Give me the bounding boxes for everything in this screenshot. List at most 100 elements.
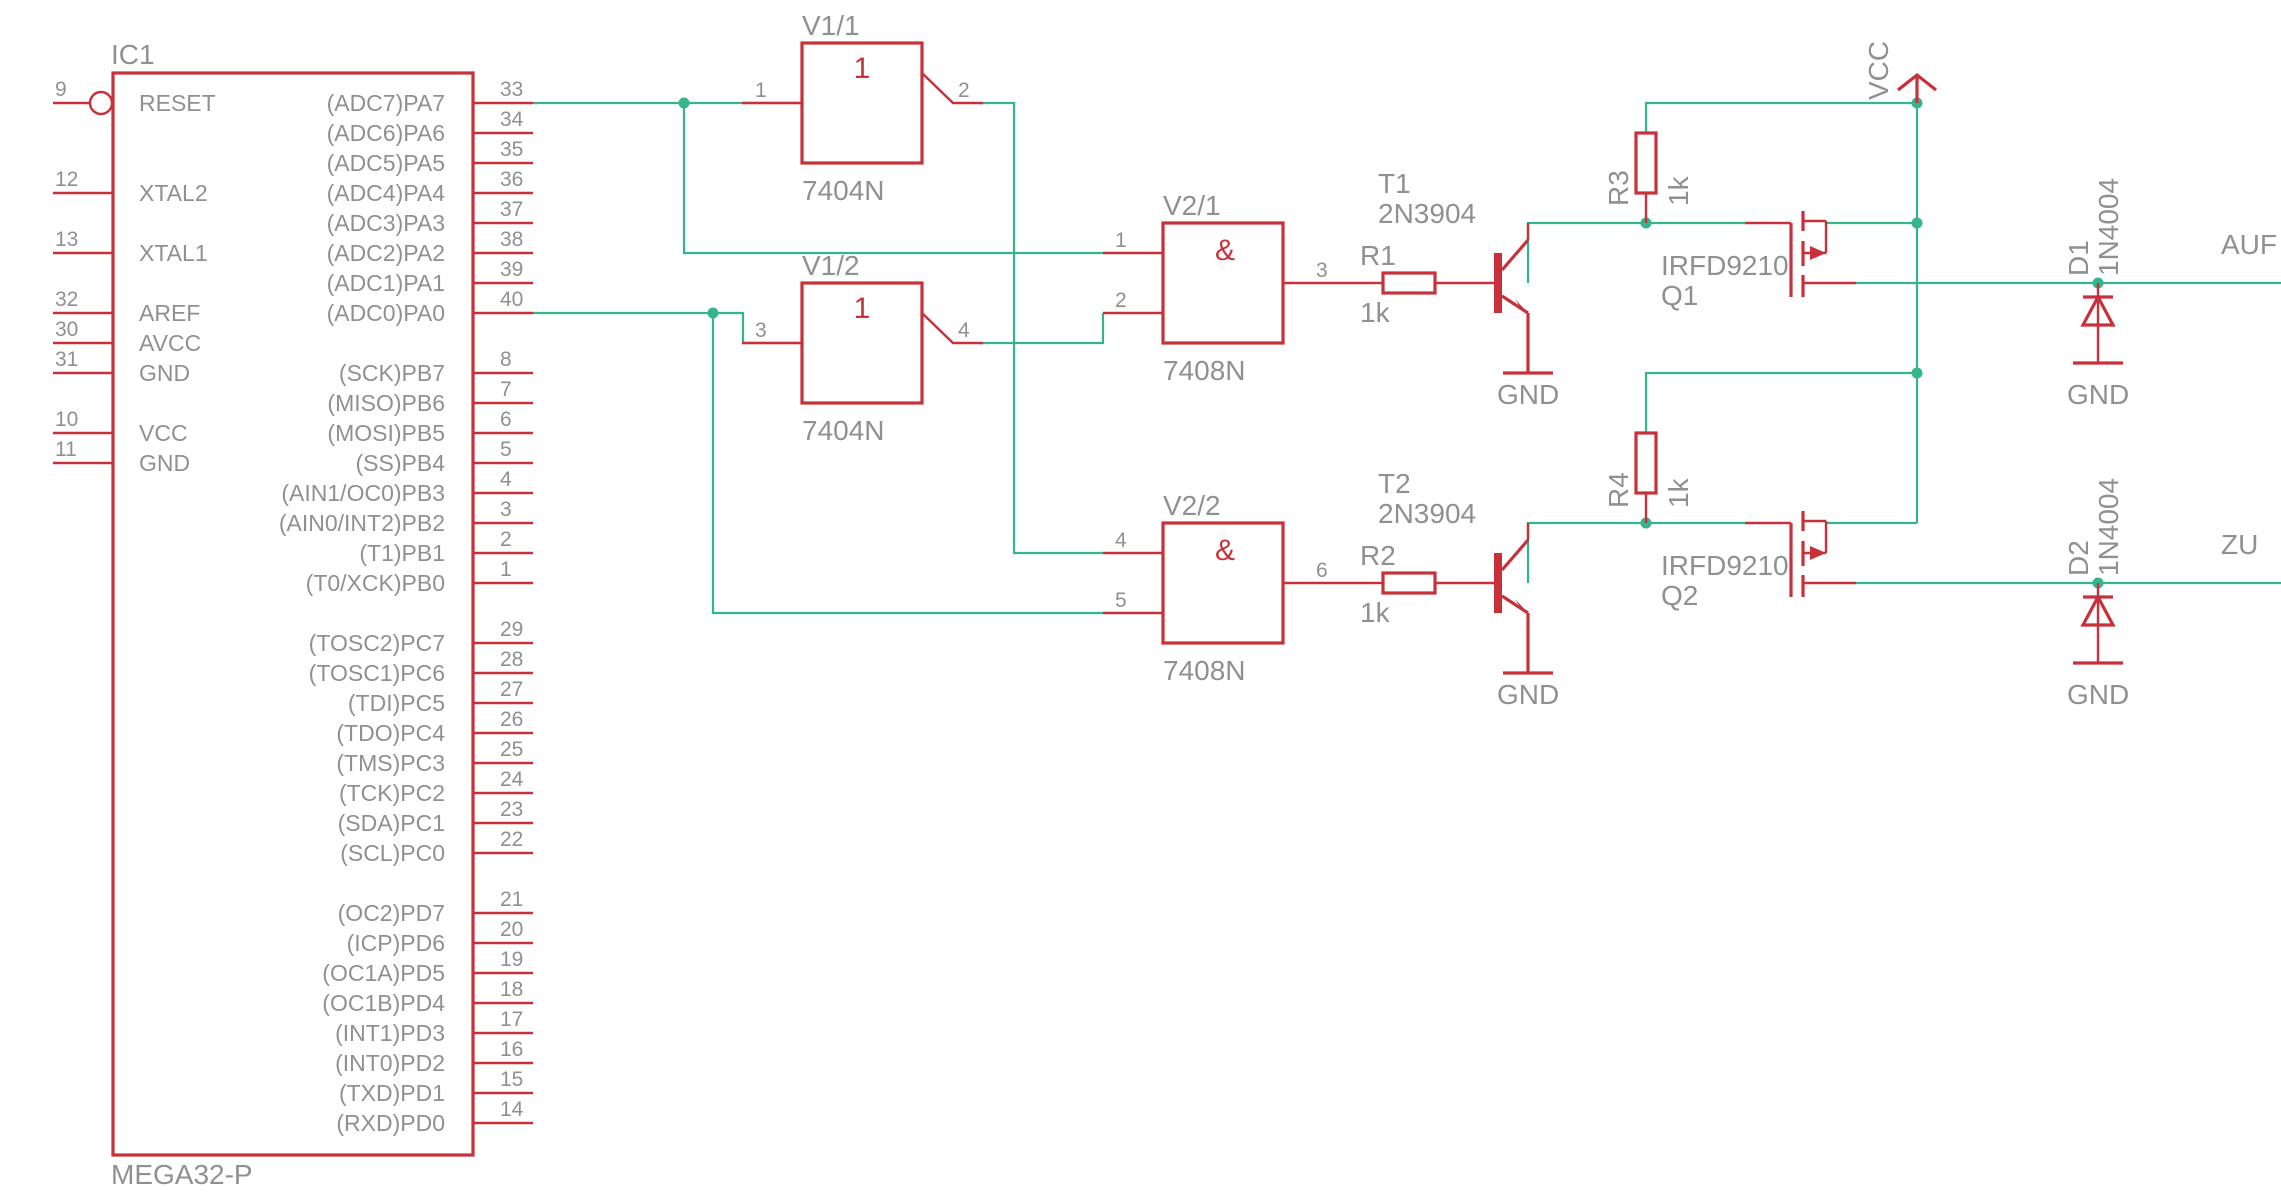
ic1-pin-label: (ADC7)PA7 — [327, 90, 445, 116]
ic1-pin-8[interactable]: 8(SCK)PB7 — [339, 348, 533, 386]
mosfet-q2[interactable]: IRFD9210 Q2 — [1661, 511, 1856, 611]
ic1-pin-label: (INT0)PD2 — [335, 1050, 445, 1076]
ic1-pin-6[interactable]: 6(MOSI)PB5 — [327, 408, 533, 446]
ic1-pin-27[interactable]: 27(TDI)PC5 — [348, 678, 533, 716]
t2-gnd-label: GND — [1497, 679, 1559, 710]
ic1-pin-label: (T0/XCK)PB0 — [306, 570, 445, 596]
d1-value: 1N4004 — [2093, 178, 2124, 276]
ic1-pin-25[interactable]: 25(TMS)PC3 — [336, 738, 533, 776]
resistor-r1[interactable]: R1 1k — [1360, 240, 1498, 328]
ic1-pin-number: 15 — [500, 1068, 523, 1091]
ic1-pin-number: 18 — [500, 978, 523, 1001]
ic1-pin-label: AVCC — [139, 330, 201, 356]
ic1-pin-18[interactable]: 18(OC1B)PD4 — [322, 978, 533, 1016]
ic1-pin-19[interactable]: 19(OC1A)PD5 — [322, 948, 533, 986]
inverter-v1-2[interactable]: 1 V1/2 7404N 3 4 — [742, 250, 983, 446]
ic1-pin-label: (ADC6)PA6 — [327, 120, 445, 146]
d2-gnd-label: GND — [2067, 679, 2129, 710]
ic1-pin-15[interactable]: 15(TXD)PD1 — [339, 1068, 533, 1106]
ic1-pin-21[interactable]: 21(OC2)PD7 — [338, 888, 533, 926]
inverter-v1-1[interactable]: 1 V1/1 7404N 1 2 — [742, 10, 983, 206]
r4-body — [1634, 431, 1658, 495]
junction-q1-source — [1911, 217, 1923, 229]
ic1-microcontroller[interactable]: IC1 MEGA32-P 9RESET12XTAL213XTAL132AREF3… — [53, 39, 533, 1190]
ic1-right-pins: 33 (ADC7)PA734(ADC6)PA635(ADC5)PA536(ADC4… — [279, 78, 533, 1136]
ic1-pin-38[interactable]: 38(ADC2)PA2 — [327, 228, 533, 266]
and-gate-v2-1[interactable]: & V2/1 7408N 1 2 3 — [1103, 190, 1373, 386]
ic1-pin-number: 23 — [500, 798, 523, 821]
d2-body — [2080, 593, 2116, 627]
ic1-pin-4[interactable]: 4(AIN1/OC0)PB3 — [281, 468, 533, 506]
ic1-pin-number: 12 — [55, 168, 78, 191]
ic1-pin-24[interactable]: 24(TCK)PC2 — [339, 768, 533, 806]
ic1-pin-number: 28 — [500, 648, 523, 671]
ic1-pin-label: (SCK)PB7 — [339, 360, 445, 386]
ic1-pin-7[interactable]: 7(MISO)PB6 — [327, 378, 533, 416]
ic1-pin-number: 4 — [500, 468, 512, 491]
resistor-r2[interactable]: R2 1k — [1360, 540, 1498, 628]
wire-pa0-to-v2-2b — [711, 313, 1103, 615]
ic1-pin-37[interactable]: 37(ADC3)PA3 — [327, 198, 533, 236]
ic1-pin-number: 33 — [500, 78, 523, 101]
t2-value: 2N3904 — [1378, 498, 1476, 529]
diode-d2[interactable]: D2 1N4004 GND — [2063, 478, 2129, 710]
wire-pa7-to-v2-1a — [682, 103, 1103, 255]
junction-pa7 — [678, 97, 690, 109]
v1-1-pin-in: 1 — [755, 79, 767, 102]
ic1-pin-28[interactable]: 28(TOSC1)PC6 — [309, 648, 533, 686]
r4-value: 1k — [1663, 477, 1694, 508]
ic1-pin-34[interactable]: 34(ADC6)PA6 — [327, 108, 533, 146]
ic1-pin-number: 1 — [500, 558, 512, 581]
and-gate-v2-2[interactable]: & V2/2 7408N 4 5 6 — [1103, 490, 1373, 686]
transistor-t1[interactable]: T1 2N3904 GND — [1378, 168, 1559, 410]
ic1-pin-39[interactable]: 39(ADC1)PA1 — [327, 258, 533, 296]
r3-name: R3 — [1603, 170, 1634, 206]
ic1-pin-40[interactable]: 40(ADC0)PA0 — [327, 288, 533, 326]
ic1-pin-29[interactable]: 29(TOSC2)PC7 — [309, 618, 533, 656]
ic1-pin-14[interactable]: 14(RXD)PD0 — [336, 1098, 533, 1136]
resistor-r4[interactable]: R4 1k — [1603, 431, 1694, 523]
ic1-pin-23[interactable]: 23(SDA)PC1 — [338, 798, 533, 836]
ic1-pin-22[interactable]: 22(SCL)PC0 — [340, 828, 533, 866]
d1-gnd-label: GND — [2067, 379, 2129, 410]
v2-2-name: V2/2 — [1163, 490, 1221, 521]
ic1-pin-3[interactable]: 3(AIN0/INT2)PB2 — [279, 498, 533, 536]
ic1-pin-33[interactable]: 33 (ADC7)PA7 — [327, 78, 533, 116]
r2-name: R2 — [1360, 540, 1396, 571]
ic1-pin-label: XTAL1 — [139, 240, 208, 266]
ic1-pin-1[interactable]: 1 (T0/XCK)PB0 — [306, 558, 533, 596]
diode-d1[interactable]: D1 1N4004 GND — [2063, 178, 2129, 410]
ic1-pin-number: 25 — [500, 738, 523, 761]
transistor-t2[interactable]: T2 2N3904 GND — [1378, 468, 1559, 710]
ic1-pin-label: (SS)PB4 — [356, 450, 446, 476]
ic1-pin-label: XTAL2 — [139, 180, 208, 206]
resistor-r3[interactable]: R3 1k — [1603, 131, 1694, 223]
r3-body — [1634, 131, 1658, 195]
ic1-pin-number: 13 — [55, 228, 78, 251]
ic1-pin-label: (T1)PB1 — [359, 540, 445, 566]
ic1-pin-35[interactable]: 35(ADC5)PA5 — [327, 138, 533, 176]
ic1-pin-5[interactable]: 5(SS)PB4 — [356, 438, 533, 476]
ic1-pin-number: 30 — [55, 318, 78, 341]
ic1-pin-label: (ADC0)PA0 — [327, 300, 445, 326]
mosfet-q1[interactable]: IRFD9210 Q1 — [1661, 211, 1856, 311]
ic1-pin-label: (MOSI)PB5 — [327, 420, 445, 446]
ic1-pin-16[interactable]: 16(INT0)PD2 — [335, 1038, 533, 1076]
ic1-pin-36[interactable]: 36(ADC4)PA4 — [327, 168, 533, 206]
ic1-pin-number: 11 — [55, 438, 77, 461]
ic1-pin-17[interactable]: 17(INT1)PD3 — [335, 1008, 533, 1046]
v1-1-symbol: 1 — [854, 52, 871, 85]
ic1-pin-26[interactable]: 26(TDO)PC4 — [336, 708, 533, 746]
ic1-pin-20[interactable]: 20(ICP)PD6 — [347, 918, 533, 956]
ic1-pin-label: (SCL)PC0 — [340, 840, 445, 866]
d1-body — [2080, 293, 2116, 327]
ic1-pin-2[interactable]: 2(T1)PB1 — [359, 528, 533, 566]
